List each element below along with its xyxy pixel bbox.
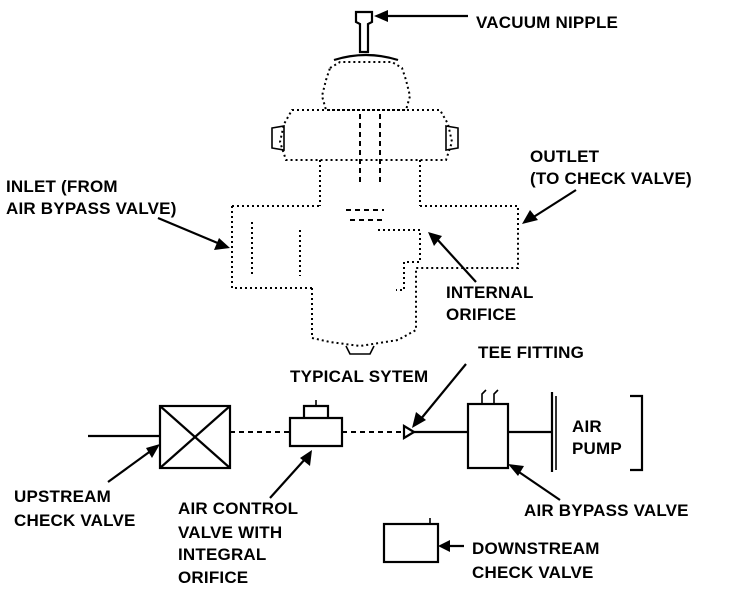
label-internal-orifice-line2: ORIFICE	[446, 305, 516, 324]
air-pump-symbol	[550, 392, 644, 472]
air-control-valve-body	[231, 10, 519, 355]
label-inlet-line1: INLET (FROM	[6, 177, 118, 196]
air-control-valve-symbol	[230, 400, 404, 448]
leader-arrows-top	[157, 10, 577, 283]
tee-fitting-symbol	[402, 424, 468, 440]
downstream-check-valve-symbol	[382, 518, 440, 564]
label-downstream-line1: DOWNSTREAM	[472, 539, 600, 558]
upstream-check-valve-symbol	[88, 404, 232, 470]
label-air-pump-line2: PUMP	[572, 439, 622, 458]
air-bypass-valve-symbol	[466, 389, 552, 470]
label-air-control-line3: INTEGRAL	[178, 545, 266, 564]
typical-system-schematic	[88, 389, 644, 564]
label-upstream-line2: CHECK VALVE	[14, 511, 136, 530]
label-tee-fitting: TEE FITTING	[478, 343, 584, 362]
label-air-bypass-valve: AIR BYPASS VALVE	[524, 501, 689, 520]
label-air-control-line2: VALVE WITH	[178, 523, 282, 542]
leader-arrows-bottom	[107, 363, 561, 552]
label-typical-system: TYPICAL SYTEM	[290, 367, 428, 386]
label-air-pump-line1: AIR	[572, 417, 602, 436]
label-downstream-line2: CHECK VALVE	[472, 563, 594, 582]
label-outlet-line1: OUTLET	[530, 147, 600, 166]
label-air-control-line4: ORIFICE	[178, 568, 248, 587]
label-inlet-line2: AIR BYPASS VALVE)	[6, 199, 177, 218]
label-outlet-line2: (TO CHECK VALVE)	[530, 169, 692, 188]
label-air-control-line1: AIR CONTROL	[178, 499, 298, 518]
label-vacuum-nipple: VACUUM NIPPLE	[476, 13, 618, 32]
label-internal-orifice-line1: INTERNAL	[446, 283, 534, 302]
label-upstream-line1: UPSTREAM	[14, 487, 111, 506]
diagram-labels: VACUUM NIPPLE OUTLET (TO CHECK VALVE) IN…	[6, 13, 692, 587]
